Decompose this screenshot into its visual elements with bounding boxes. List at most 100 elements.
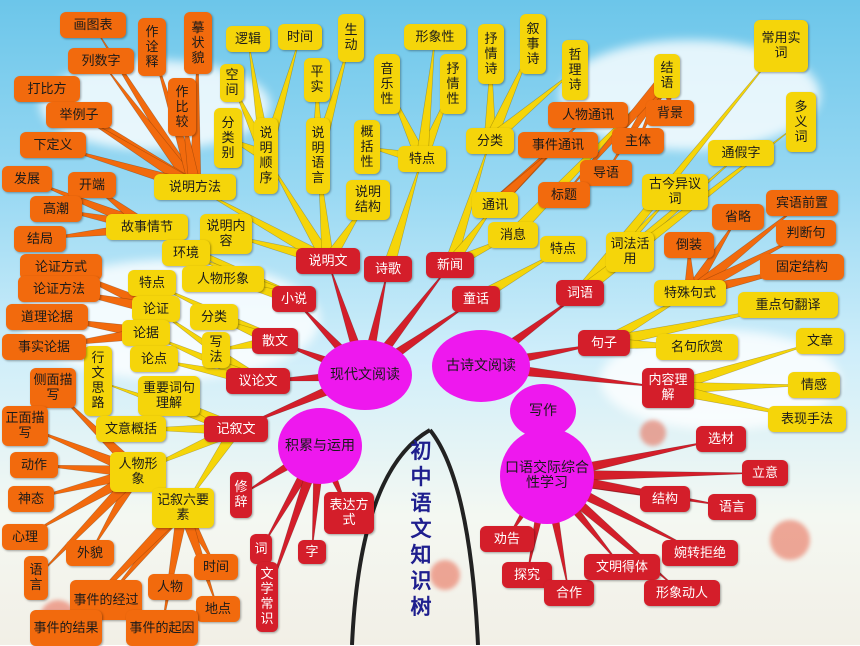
node-y-kongjian: 空间 (220, 64, 244, 102)
node-r-xingxiang: 形象动人 (644, 580, 720, 606)
node-y-changyong: 常用实词 (754, 20, 808, 72)
node-r-wanzhuan: 婉转拒绝 (662, 540, 738, 566)
node-y-cifa: 词法活用 (606, 232, 654, 272)
node-y-xushi: 叙事诗 (520, 14, 546, 74)
node-r-shuomingwen: 说明文 (296, 248, 360, 274)
node-y-qinggan: 情感 (788, 372, 840, 398)
node-o-shenglve: 省略 (712, 204, 764, 230)
node-y-fenlei2: 分类 (190, 304, 238, 330)
node-y-luoji: 逻辑 (226, 26, 270, 52)
node-o-biaoti: 标题 (538, 182, 590, 208)
node-y-shuomingshunxu: 说明顺序 (254, 118, 278, 194)
node-y-wenyi: 文意概括 (96, 416, 166, 442)
node-o-zuobijiao: 作比较 (168, 78, 196, 136)
node-y-fenleibie: 分类别 (214, 108, 242, 168)
node-o-xinli: 心理 (2, 524, 48, 550)
node-o-shijiantongxun: 事件通讯 (518, 132, 598, 158)
node-r-liyi: 立意 (742, 460, 788, 486)
node-o-shijian2: 时间 (194, 554, 238, 580)
node-y-tongxun: 通讯 (472, 192, 518, 218)
node-r-jiegou: 结构 (640, 486, 690, 512)
node-o-gaochao: 高潮 (30, 196, 82, 222)
node-y-zhongdian: 重点句翻译 (738, 292, 838, 318)
node-r-xinwen: 新闻 (426, 252, 474, 278)
node-r-xiaoshuo: 小说 (272, 286, 316, 312)
node-y-lunzheng: 论证 (132, 296, 180, 322)
node-o-panduan: 判断句 (776, 220, 836, 246)
node-o-fazhan: 发展 (2, 166, 52, 192)
node-y-shuqing: 抒情诗 (478, 24, 504, 84)
node-r-zi: 字 (298, 540, 326, 564)
flower (640, 420, 666, 446)
node-o-qiyin: 事件的起因 (126, 610, 198, 646)
node-y-fenlei: 分类 (466, 128, 514, 154)
node-o-cemian: 侧面描写 (30, 368, 76, 408)
node-o-renwu3: 人物 (148, 574, 192, 600)
node-o-julizi: 举例子 (46, 102, 112, 128)
node-o-guding: 固定结构 (760, 254, 844, 280)
node-y-tedian2: 特点 (540, 236, 586, 262)
node-o-yuyan2: 语言 (24, 556, 48, 600)
node-o-shentai: 神态 (8, 486, 54, 512)
node-o-beijing: 背景 (646, 100, 694, 126)
node-o-dabifang: 打比方 (14, 76, 80, 102)
node-y-tedian1: 特点 (398, 146, 446, 172)
node-o-zhuti: 主体 (612, 128, 664, 154)
node-r-sanwen: 散文 (252, 328, 298, 354)
node-o-binyu: 宾语前置 (766, 190, 838, 216)
node-o-xiadingyi: 下定义 (20, 132, 86, 158)
node-y-pingshi: 平实 (304, 58, 330, 102)
node-y-gujin: 古今异议 词 (642, 174, 708, 210)
node-o-renwutongxun: 人物通讯 (548, 102, 628, 128)
node-y-shengdong: 生动 (338, 14, 364, 62)
trunk-left (350, 428, 431, 645)
node-o-daolilunju: 道理论据 (6, 304, 88, 330)
node-y-shuomingfangfa: 说明方法 (154, 174, 236, 200)
node-y-gaikuo: 概括性 (354, 120, 380, 174)
node-o-lieshuzi: 列数字 (68, 48, 134, 74)
node-r-cihui: 词语 (556, 280, 604, 306)
node-o-daoyu: 导语 (580, 160, 632, 186)
node-c-accum: 积累与运用 (278, 408, 362, 484)
node-y-renwu1: 人物形象 (182, 266, 264, 292)
node-o-waimao: 外貌 (66, 540, 114, 566)
node-y-tongjiazi: 通假字 (708, 140, 774, 166)
node-y-shuomingyuyan: 说明语言 (306, 118, 330, 194)
node-o-jieju: 结局 (14, 226, 66, 252)
node-o-dongzuo: 动作 (10, 452, 58, 478)
flower (430, 560, 460, 590)
node-o-daozhuang: 倒装 (664, 232, 714, 258)
node-r-juzi: 句子 (578, 330, 630, 356)
node-y-lunju: 论据 (122, 320, 170, 346)
node-y-jiegou2: 结语 (654, 54, 680, 98)
node-y-shijian1: 时间 (278, 24, 322, 50)
node-y-tedian3: 特点 (128, 270, 176, 296)
node-y-jixu6: 记叙六要素 (152, 488, 214, 528)
node-y-renwu2: 人物形象 (110, 452, 166, 492)
node-r-jixuwen: 记叙文 (204, 416, 268, 442)
node-r-ci: 词 (250, 534, 272, 564)
node-r-quangao: 劝告 (480, 526, 534, 552)
node-y-xiaoxi: 消息 (488, 222, 538, 248)
node-r-yilunwen: 议论文 (226, 368, 290, 394)
node-y-shuqingxing: 抒情性 (440, 54, 466, 114)
node-o-huatubiao: 画图表 (60, 12, 126, 38)
node-o-kaiduan: 开端 (68, 172, 116, 198)
node-r-wenming: 文明得体 (584, 554, 660, 580)
node-y-xingxiangxing: 形象性 (404, 24, 466, 50)
node-y-huanjing: 环境 (162, 240, 210, 266)
node-y-yinyue: 音乐性 (374, 54, 400, 114)
node-r-xiuci: 修辞 (230, 472, 252, 518)
trunk-right (428, 428, 480, 645)
node-o-zhengmian: 正面描写 (2, 406, 48, 446)
node-y-teshu: 特殊句式 (654, 280, 726, 306)
node-c-modern: 现代文阅读 (318, 340, 412, 410)
node-y-gushiqingjie: 故事情节 (106, 214, 188, 240)
node-y-duoyi: 多义词 (786, 92, 816, 152)
node-r-yuyan: 语言 (708, 494, 756, 520)
node-y-xingwensilu: 行文思路 (84, 346, 112, 416)
node-o-mozhuangmao: 摹状貌 (184, 12, 212, 74)
node-o-zuoquanshi: 作诠释 (138, 18, 166, 76)
node-r-wenxue: 文学常识 (256, 562, 278, 632)
node-y-shuomingjiegou: 说明结构 (346, 180, 390, 220)
